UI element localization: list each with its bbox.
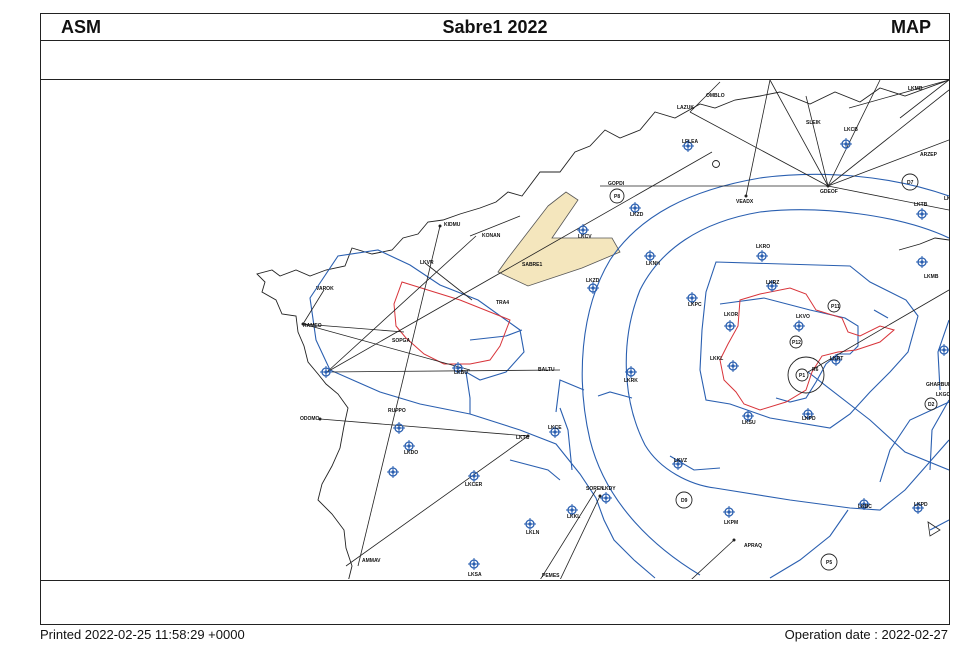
svg-text:P5: P5 [826, 560, 832, 566]
state-border [256, 79, 949, 579]
svg-text:SLEIK: SLEIK [806, 120, 821, 126]
circular-areas [609, 160, 938, 571]
svg-text:LKPM: LKPM [724, 520, 738, 526]
svg-text:P12: P12 [792, 340, 801, 346]
svg-text:R6: R6 [812, 367, 819, 373]
svg-text:SOREN: SOREN [586, 486, 604, 492]
operation-date: Operation date : 2022-02-27 [784, 627, 948, 642]
svg-text:VEADX: VEADX [736, 199, 754, 205]
svg-text:LKRO: LKRO [756, 244, 770, 250]
svg-text:LKGC: LKGC [936, 392, 951, 398]
svg-text:LKVR: LKVR [420, 260, 434, 266]
svg-text:APRAQ: APRAQ [744, 543, 762, 549]
header-bar: ASM Sabre1 2022 MAP [41, 14, 949, 41]
svg-text:LKMB: LKMB [924, 274, 939, 280]
svg-text:SABRE1: SABRE1 [522, 262, 543, 268]
svg-text:GDEOF: GDEOF [820, 189, 838, 195]
svg-text:GHARBUM: GHARBUM [926, 382, 952, 388]
svg-text:LKCV: LKCV [578, 234, 592, 240]
svg-text:LKVO: LKVO [796, 314, 810, 320]
svg-text:LKPC: LKPC [688, 302, 702, 308]
svg-text:VAROK: VAROK [316, 286, 334, 292]
svg-text:GOPDI: GOPDI [608, 181, 625, 187]
svg-text:SOPGA: SOPGA [392, 338, 410, 344]
svg-text:RUPPO: RUPPO [388, 408, 406, 414]
waypoint-markers [301, 184, 830, 542]
svg-text:D7: D7 [907, 180, 914, 186]
svg-text:D9: D9 [681, 498, 688, 504]
svg-text:LKDY: LKDY [602, 486, 616, 492]
svg-text:LKPD: LKPD [914, 502, 928, 508]
map-bottom-divider [41, 580, 949, 581]
svg-text:ODOMO: ODOMO [300, 416, 320, 422]
map-sheet-frame: ASM Sabre1 2022 MAP [40, 13, 950, 625]
svg-text:LKRK: LKRK [624, 378, 638, 384]
svg-text:AMMAV: AMMAV [362, 558, 381, 564]
svg-text:LKRT: LKRT [830, 356, 843, 362]
svg-text:LKCB: LKCB [844, 127, 858, 133]
svg-text:LKSA: LKSA [468, 572, 482, 578]
svg-text:LKAR: LKAR [944, 196, 958, 202]
svg-text:RAMEO: RAMEO [303, 323, 322, 329]
svg-text:LKKL: LKKL [567, 514, 580, 520]
printed-timestamp: Printed 2022-02-25 11:58:29 +0000 [40, 627, 245, 642]
svg-text:LKBU: LKBU [454, 370, 468, 376]
header-title: Sabre1 2022 [442, 17, 548, 37]
header-left-label: ASM [61, 17, 101, 37]
svg-text:LKPD: LKPD [802, 416, 816, 422]
circle-labels: P8 D7 D9 P5 D2 P11 P12 P1 R6 [614, 180, 935, 566]
header-right-label: MAP [891, 17, 931, 37]
svg-text:LKVZ: LKVZ [674, 458, 687, 464]
svg-text:LKZD: LKZD [630, 212, 644, 218]
svg-text:LKDO: LKDO [404, 450, 418, 456]
svg-text:LKLN: LKLN [526, 530, 540, 536]
svg-text:TRA4: TRA4 [496, 300, 509, 306]
svg-text:KONAN: KONAN [482, 233, 501, 239]
svg-text:KIDMU: KIDMU [444, 222, 461, 228]
svg-text:LKTC: LKTC [516, 435, 530, 441]
svg-text:P8: P8 [614, 194, 620, 200]
airport-icons [319, 137, 949, 571]
svg-text:LKRZ: LKRZ [766, 280, 779, 286]
waypoint-labels: OMBLO LAZUK LKCB SLEIK LFLEA LKMB GOPDI … [300, 86, 958, 579]
svg-text:D2: D2 [928, 402, 935, 408]
sector-boundaries [309, 173, 949, 579]
svg-text:LKZD: LKZD [586, 278, 600, 284]
svg-text:P11: P11 [831, 304, 840, 310]
state-border-east [898, 237, 949, 251]
svg-text:P1: P1 [799, 373, 805, 379]
triangle-marker [927, 521, 941, 537]
svg-text:LKKL: LKKL [710, 356, 723, 362]
svg-text:LKSU: LKSU [742, 420, 756, 426]
map-top-divider [41, 79, 949, 80]
svg-text:LFLEA: LFLEA [682, 139, 698, 145]
svg-text:OMBLO: OMBLO [706, 93, 725, 99]
svg-text:PEMES: PEMES [542, 573, 560, 579]
svg-text:LKCER: LKCER [465, 482, 483, 488]
svg-text:LKMB: LKMB [908, 86, 923, 92]
svg-text:LKBC: LKBC [858, 504, 872, 510]
route-lines [302, 79, 949, 579]
svg-text:BALTU: BALTU [538, 367, 555, 373]
svg-text:ARZEP: ARZEP [920, 152, 938, 158]
svg-text:LKTB: LKTB [914, 202, 928, 208]
svg-text:LKNH: LKNH [646, 261, 660, 267]
svg-text:LAZUK: LAZUK [677, 105, 694, 111]
svg-text:LKOR: LKOR [724, 312, 739, 318]
svg-text:LKCE: LKCE [548, 425, 562, 431]
